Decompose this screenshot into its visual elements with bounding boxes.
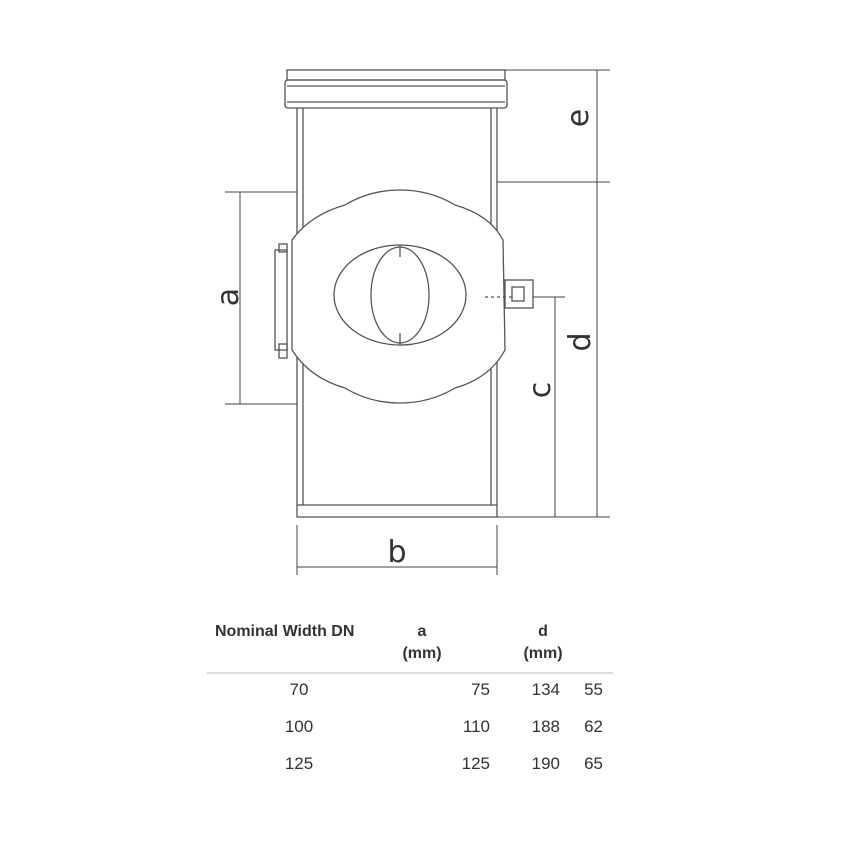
label-e: e bbox=[561, 109, 596, 127]
table-cell: 190 bbox=[531, 754, 560, 773]
table-cell: 65 bbox=[584, 754, 603, 773]
table-cell: 134 bbox=[531, 680, 560, 699]
table-cell: 125 bbox=[284, 754, 314, 773]
header-d-unit: (mm) bbox=[523, 645, 563, 662]
clamp-screw bbox=[504, 279, 534, 309]
table-cell: 110 bbox=[462, 717, 490, 736]
table-cell: 188 bbox=[531, 717, 560, 736]
table-cell: 75 bbox=[471, 680, 490, 699]
header-a: a (mm) bbox=[392, 621, 452, 665]
label-d: d bbox=[563, 332, 598, 351]
header-divider bbox=[207, 672, 613, 674]
table-cell: 62 bbox=[584, 717, 603, 736]
header-a-title: a bbox=[417, 623, 427, 640]
header-d: d (mm) bbox=[513, 621, 573, 665]
header-d-title: d bbox=[538, 623, 548, 640]
label-b: b bbox=[387, 535, 406, 570]
hinge bbox=[274, 249, 288, 351]
label-c: c bbox=[523, 382, 558, 399]
socket-top-ring bbox=[286, 69, 506, 81]
header-a-unit: (mm) bbox=[402, 645, 442, 662]
table-cell: 70 bbox=[289, 680, 309, 699]
label-a: a bbox=[211, 288, 246, 306]
inspection-cover bbox=[291, 189, 506, 404]
table-cell: 55 bbox=[584, 680, 603, 699]
table-cell: 125 bbox=[461, 754, 490, 773]
table-cell: 100 bbox=[284, 717, 314, 736]
socket-ring bbox=[284, 79, 508, 109]
header-dn: Nominal Width DN bbox=[215, 623, 355, 640]
